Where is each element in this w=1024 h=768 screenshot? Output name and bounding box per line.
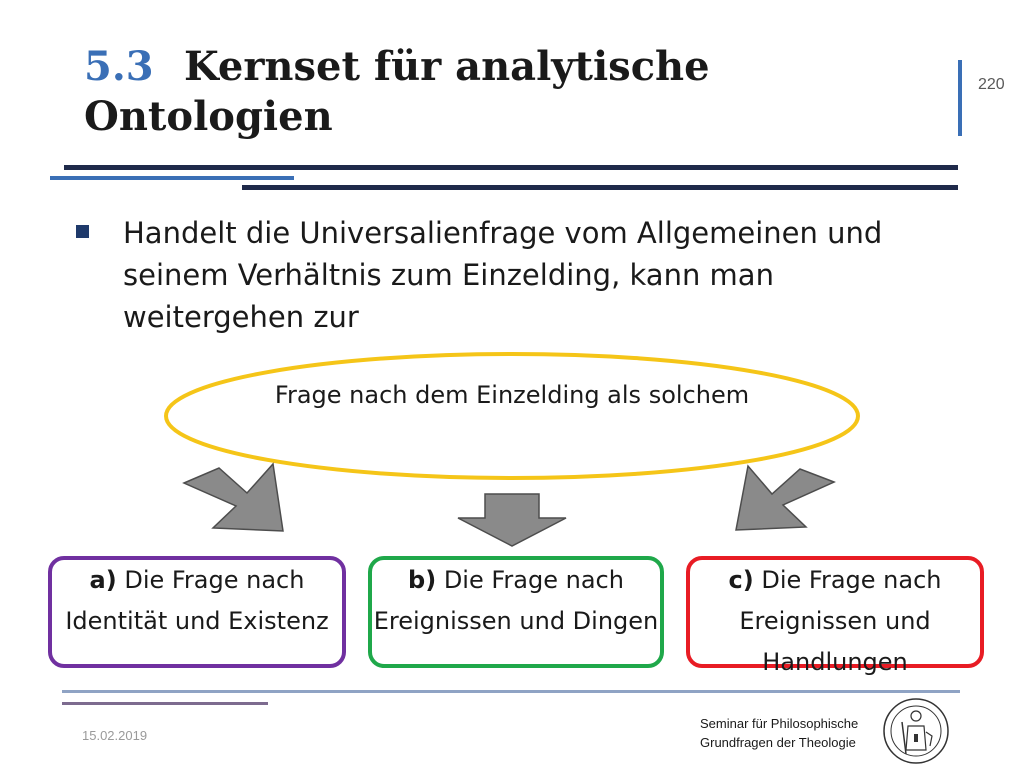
box-events-things: b) Die Frage nach Ereignissen und Dingen — [368, 556, 664, 668]
footer-institute: Seminar für Philosophische Grundfragen d… — [700, 714, 858, 752]
arrow-down-icon — [457, 493, 567, 547]
seal-logo-icon — [883, 698, 949, 764]
footer-line-purple — [62, 702, 268, 705]
bullet-marker — [76, 225, 89, 238]
footer-institute-line1: Seminar für Philosophische — [700, 716, 859, 731]
title-underline-dark — [64, 165, 958, 170]
box-b-prefix: b) — [408, 566, 437, 594]
bullet-text: Handelt die Universalienfrage vom Allgem… — [123, 216, 883, 334]
box-events-actions: c) Die Frage nach Ereignissen und Handlu… — [686, 556, 984, 676]
title-number: 5.3 — [84, 43, 154, 90]
title-vertical-bar — [958, 60, 962, 136]
page-number: 220 — [978, 76, 1005, 93]
title-text: Kernset für analytische Ontologien — [84, 43, 710, 140]
box-c-text: Die Frage nach Ereignissen und Handlunge… — [739, 566, 942, 676]
footer-date: 15.02.2019 — [82, 728, 148, 743]
box-identity-existence: a) Die Frage nach Identität und Existenz — [48, 556, 346, 668]
box-c-prefix: c) — [728, 566, 754, 594]
arrow-left-icon — [182, 462, 284, 532]
footer-institute-line2: Grundfragen der Theologie — [700, 735, 856, 750]
ellipse-text: Frage nach dem Einzelding als solchem — [274, 381, 750, 409]
title-underline-dark-2 — [242, 185, 958, 190]
arrow-right-icon — [735, 464, 836, 531]
box-a-text: Die Frage nach Identität und Existenz — [65, 566, 329, 635]
ellipse-shape — [164, 352, 860, 480]
box-b-text: Die Frage nach Ereignissen und Dingen — [373, 566, 659, 635]
box-a-prefix: a) — [89, 566, 117, 594]
title-underline-blue — [50, 176, 294, 180]
footer-line-blue — [62, 690, 960, 693]
